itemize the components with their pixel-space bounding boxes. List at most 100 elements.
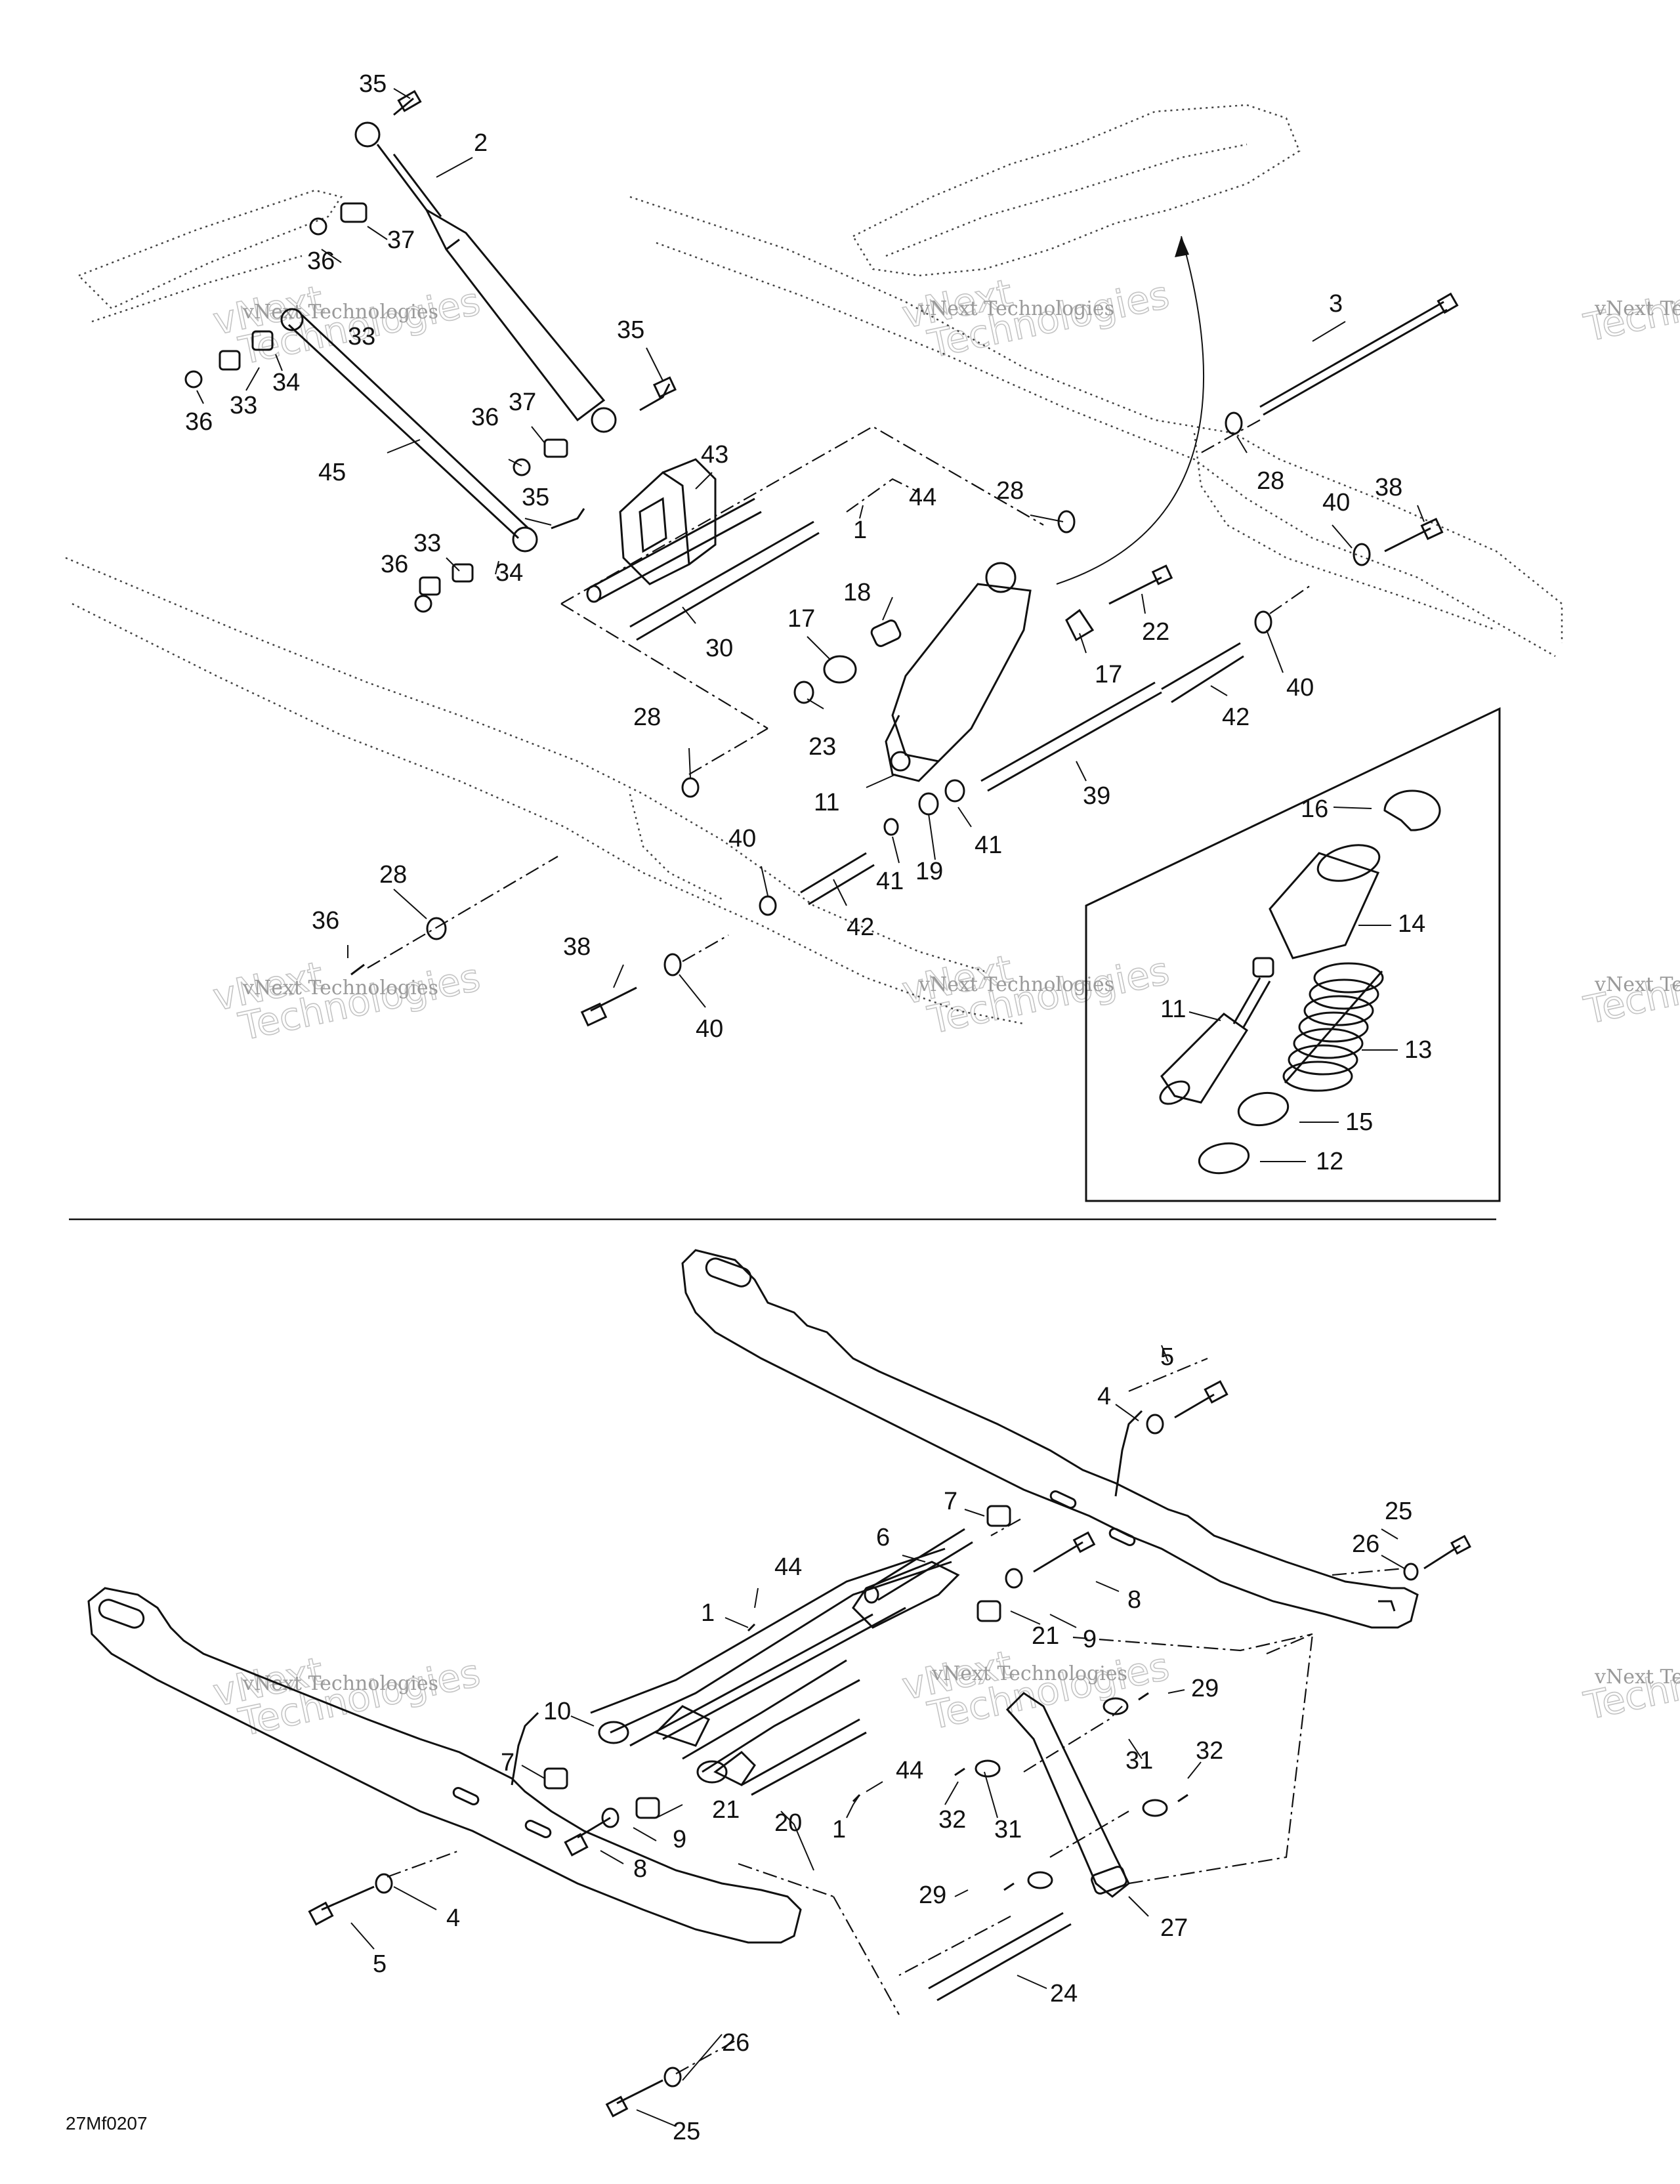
- callout-9: 9: [1083, 1626, 1097, 1653]
- callout-43: 43: [701, 441, 728, 469]
- svg-text:vNext Technologies: vNext Technologies: [918, 297, 1114, 320]
- callout-8: 8: [633, 1855, 647, 1883]
- callout-5: 5: [1160, 1343, 1174, 1371]
- callout-10: 10: [543, 1698, 571, 1725]
- ghost-rail-left-bottom: [72, 602, 1024, 1025]
- leader-16: [1333, 807, 1372, 809]
- callout-40: 40: [1286, 674, 1314, 702]
- cross-shaft-30: [586, 497, 820, 641]
- top-leaders: [196, 88, 1425, 1008]
- link-arm-27: [1005, 1692, 1130, 1898]
- top-callouts: 35 2 37 36 33 34 33 36 35 37 36 45 35 33…: [185, 70, 1402, 1043]
- watermark-5: vNext Technologies vNext Technologies: [898, 946, 1173, 1043]
- callout-34: 34: [272, 369, 300, 396]
- callout-20: 20: [774, 1809, 802, 1837]
- boot-14: [1269, 844, 1381, 959]
- watermark-2: vNext Technologies vNext Technologies: [898, 270, 1173, 368]
- callout-42: 42: [847, 914, 874, 941]
- collar-15: [1237, 1091, 1290, 1127]
- svg-text:vNext Technologies: vNext Technologies: [242, 976, 438, 999]
- watermark-4: vNext Technologies vNext Technologies: [209, 952, 484, 1050]
- callout-35: 35: [617, 316, 644, 344]
- callout-36: 36: [312, 907, 339, 934]
- callout-16: 16: [1301, 795, 1328, 823]
- callout-35: 35: [522, 484, 549, 511]
- callout-27: 27: [1160, 1914, 1188, 1942]
- callout-36: 36: [185, 408, 213, 436]
- callout-1: 1: [701, 1599, 715, 1627]
- inset-shock-11: [1159, 957, 1274, 1105]
- callout-11: 11: [1160, 996, 1186, 1023]
- callout-7: 7: [944, 1488, 957, 1515]
- washer-12: [1198, 1142, 1250, 1175]
- callout-33: 33: [230, 392, 257, 419]
- callout-38: 38: [563, 933, 591, 961]
- shock-components-inset: 16 14 11 13 15 12: [1085, 707, 1501, 1202]
- callout-9: 9: [673, 1826, 686, 1853]
- callout-13: 13: [1404, 1036, 1432, 1064]
- clip-16: [1383, 789, 1441, 831]
- callout-24: 24: [1050, 1980, 1078, 2007]
- callout-12: 12: [1316, 1148, 1343, 1175]
- callout-4: 4: [1097, 1383, 1111, 1410]
- ghost-rear-arm-inner: [885, 143, 1248, 257]
- mounting-guide-box: [560, 425, 1044, 729]
- mounting-guide-line-6: [846, 478, 919, 513]
- ghost-rail-right-bottom: [656, 242, 1556, 658]
- callout-25: 25: [673, 2118, 700, 2145]
- watermark-8: vNext Technologies vNext Technologies: [898, 1641, 1173, 1739]
- inset-border: [1085, 707, 1501, 1202]
- callout-31: 31: [994, 1816, 1022, 1843]
- callout-33: 33: [413, 530, 441, 557]
- callout-41: 41: [876, 868, 904, 895]
- callout-40: 40: [1322, 489, 1350, 516]
- curved-arrow-head: [1175, 236, 1189, 257]
- callout-17: 17: [1095, 661, 1122, 688]
- pin-3: [1259, 292, 1459, 416]
- shaft-24: [928, 1912, 1072, 2002]
- callout-42: 42: [1222, 704, 1250, 731]
- callout-44: 44: [909, 484, 936, 511]
- callout-28: 28: [1257, 467, 1284, 495]
- right-rail: [681, 1249, 1419, 1629]
- callout-1: 1: [853, 516, 867, 544]
- callout-19: 19: [915, 858, 943, 885]
- callout-25: 25: [1385, 1498, 1412, 1525]
- callout-36: 36: [381, 551, 408, 578]
- ghost-rail-left-top: [65, 556, 985, 973]
- ghost-front-arm-2: [91, 255, 303, 323]
- callout-35: 35: [359, 70, 387, 98]
- callout-8: 8: [1127, 1586, 1141, 1614]
- callout-29: 29: [1191, 1675, 1219, 1702]
- ghost-rail-right-plate: [1193, 432, 1497, 631]
- callout-36: 36: [471, 404, 499, 431]
- watermark-9: Technologies vNext Technologies: [1580, 1633, 1680, 1729]
- callout-32: 32: [1196, 1737, 1223, 1765]
- callout-7: 7: [501, 1749, 514, 1776]
- callout-26: 26: [722, 2029, 749, 2057]
- top-assembly: 35 2 37 36 33 34 33 36 35 37 36 45 35 33…: [65, 70, 1563, 1043]
- bottom-callouts: 5 4 25 26 7 6 8 44 21 9 1 29 10 31 32 7 …: [373, 1343, 1412, 2145]
- callout-44: 44: [896, 1757, 923, 1784]
- watermark-1: vNext Technologies vNext Technologies: [209, 276, 484, 374]
- ghost-rail-left-plate: [629, 793, 723, 900]
- stabilizer-rod-45: [280, 308, 538, 553]
- ghost-front-arm: [77, 189, 343, 310]
- callout-30: 30: [705, 635, 733, 662]
- callout-6: 6: [876, 1524, 890, 1551]
- left-rail: [87, 1587, 802, 1944]
- spring-13: [1282, 962, 1384, 1092]
- watermark-3: Technologies vNext Technologies: [1580, 255, 1680, 351]
- callout-40: 40: [696, 1015, 723, 1043]
- callout-22: 22: [1142, 618, 1169, 646]
- svg-text:vNext Technologies: vNext Technologies: [918, 973, 1114, 996]
- callout-15: 15: [1345, 1108, 1373, 1136]
- watermark-7: vNext Technologies vNext Technologies: [209, 1648, 484, 1746]
- bottom-assembly: 5 4 25 26 7 6 8 44 21 9 1 29 10 31 32 7 …: [87, 1249, 1471, 2145]
- callout-1: 1: [832, 1816, 846, 1843]
- callout-28: 28: [633, 704, 661, 731]
- callout-40: 40: [728, 825, 756, 852]
- ghost-rear-arm: [852, 104, 1301, 277]
- mounting-guide-line-1: [688, 728, 768, 775]
- svg-text:vNext Technologies: vNext Technologies: [1594, 973, 1680, 996]
